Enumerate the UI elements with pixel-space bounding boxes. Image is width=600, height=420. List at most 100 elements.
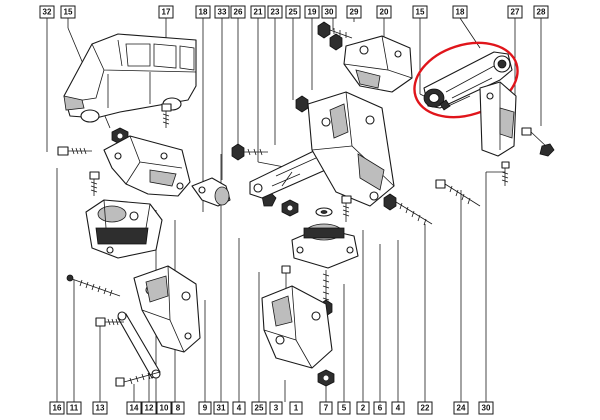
svg-text:22: 22 xyxy=(421,404,430,413)
svg-text:27: 27 xyxy=(511,8,520,17)
callout-14: 14 xyxy=(126,401,142,415)
long-bolt-11 xyxy=(66,274,121,297)
svg-text:25: 25 xyxy=(289,8,298,17)
callout-6: 6 xyxy=(373,401,387,415)
left-rubber-mount xyxy=(85,199,163,259)
callout-3: 3 xyxy=(269,401,283,415)
svg-text:28: 28 xyxy=(537,8,546,17)
svg-text:4: 4 xyxy=(237,404,242,413)
svg-text:33: 33 xyxy=(218,8,227,17)
bolt-28 xyxy=(521,127,555,157)
svg-text:5: 5 xyxy=(342,404,347,413)
svg-text:7: 7 xyxy=(324,404,329,413)
callout-20: 20 xyxy=(376,5,392,19)
callout-2: 2 xyxy=(356,401,370,415)
long-bolt-24 xyxy=(435,179,481,207)
svg-text:2: 2 xyxy=(361,404,366,413)
lower-center-bracket xyxy=(261,285,333,369)
callout-15b: 15 xyxy=(412,5,428,19)
nut-7 xyxy=(317,369,335,387)
svg-text:17: 17 xyxy=(162,8,171,17)
svg-text:29: 29 xyxy=(350,8,359,17)
callout-16: 16 xyxy=(49,401,65,415)
callout-13: 13 xyxy=(92,401,108,415)
center-rubber-mount xyxy=(291,223,359,269)
long-bolt-22 xyxy=(383,193,433,226)
nut-30-top xyxy=(329,33,343,51)
svg-text:8: 8 xyxy=(176,404,181,413)
svg-text:1: 1 xyxy=(294,404,299,413)
left-mount-bracket xyxy=(103,135,191,197)
svg-text:23: 23 xyxy=(271,8,280,17)
leader-lines-bottom xyxy=(56,154,505,402)
callout-23: 23 xyxy=(267,5,283,19)
svg-text:15: 15 xyxy=(416,8,425,17)
right-bracket xyxy=(479,81,517,157)
callout-17: 17 xyxy=(158,5,174,19)
callout-30b: 30 xyxy=(478,401,494,415)
svg-text:32: 32 xyxy=(43,8,52,17)
tie-rod-link xyxy=(117,311,161,379)
svg-text:12: 12 xyxy=(145,404,154,413)
bolt-vertical-upper xyxy=(161,103,172,128)
svg-text:18: 18 xyxy=(199,8,208,17)
callout-12: 12 xyxy=(141,401,157,415)
callout-24: 24 xyxy=(453,401,469,415)
callout-19: 19 xyxy=(304,5,320,19)
svg-text:10: 10 xyxy=(160,404,169,413)
svg-text:18: 18 xyxy=(456,8,465,17)
svg-text:21: 21 xyxy=(254,8,263,17)
callout-8: 8 xyxy=(171,401,185,415)
svg-text:26: 26 xyxy=(234,8,243,17)
bolt-29 xyxy=(317,21,353,39)
callout-1: 1 xyxy=(289,401,303,415)
callout-15: 15 xyxy=(60,5,76,19)
top-bracket xyxy=(343,35,413,93)
nut-30 xyxy=(295,95,309,113)
callout-11: 11 xyxy=(66,401,82,415)
svg-text:31: 31 xyxy=(217,404,226,413)
callout-5: 5 xyxy=(337,401,351,415)
callout-18b: 18 xyxy=(452,5,468,19)
callout-30: 30 xyxy=(321,5,337,19)
bolt-vertical-left xyxy=(89,171,100,196)
bolt-13 xyxy=(95,317,124,327)
svg-text:24: 24 xyxy=(457,404,466,413)
bolt-center-vertical xyxy=(341,195,352,222)
svg-text:30: 30 xyxy=(325,8,334,17)
svg-text:9: 9 xyxy=(203,404,208,413)
callout-27: 27 xyxy=(507,5,523,19)
center-support-bracket xyxy=(307,91,395,207)
svg-text:16: 16 xyxy=(53,404,62,413)
leader-lines xyxy=(46,17,542,212)
nut-25 xyxy=(281,199,299,217)
bolt-3 xyxy=(281,265,291,288)
red-highlight-circle xyxy=(413,41,519,119)
bolt-vertical-right xyxy=(501,161,510,186)
callout-7: 7 xyxy=(319,401,333,415)
left-lower-bracket xyxy=(133,265,201,353)
callout-10: 10 xyxy=(156,401,172,415)
callout-4b: 4 xyxy=(391,401,405,415)
bolt-26 xyxy=(231,143,268,161)
callout-9: 9 xyxy=(198,401,212,415)
svg-text:19: 19 xyxy=(308,8,317,17)
callout-25: 25 xyxy=(285,5,301,19)
callout-33: 33 xyxy=(214,5,230,19)
callout-32: 32 xyxy=(39,5,55,19)
svg-text:13: 13 xyxy=(96,404,105,413)
rod-bolt xyxy=(439,95,471,111)
clamp-bracket xyxy=(191,177,231,207)
callout-29: 29 xyxy=(346,5,362,19)
svg-text:15: 15 xyxy=(64,8,73,17)
vehicle-illustration xyxy=(63,33,197,123)
washer-center xyxy=(315,207,333,217)
svg-text:11: 11 xyxy=(70,404,79,413)
callout-18: 18 xyxy=(195,5,211,19)
svg-text:30: 30 xyxy=(482,404,491,413)
callout-25b: 25 xyxy=(251,401,267,415)
callout-26: 26 xyxy=(230,5,246,19)
svg-text:3: 3 xyxy=(274,404,279,413)
callout-31: 31 xyxy=(213,401,229,415)
